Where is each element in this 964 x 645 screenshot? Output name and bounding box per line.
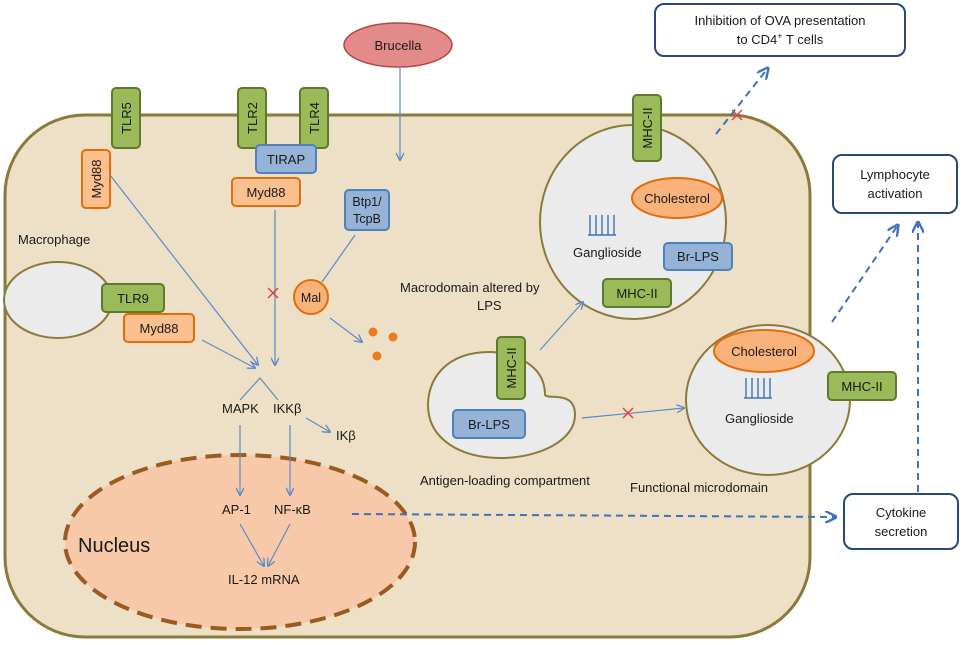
cytokine-secretion-box — [843, 493, 959, 550]
mhc2-altered-top-label: MHC-II — [640, 107, 655, 148]
arrow-to-lymphocyte-from-microdomain — [831, 225, 898, 323]
mal-label: Mal — [301, 291, 321, 305]
btp1-tcpb — [344, 189, 390, 231]
arrow-tlr5-mapk — [109, 174, 258, 365]
tlr2-receptor — [237, 87, 267, 149]
myd88-tlr5 — [81, 149, 111, 209]
inhibition-x-ova — [731, 109, 743, 121]
myd88-tlr9 — [123, 313, 195, 343]
degraded-mal-dot — [372, 351, 382, 361]
mhc2-altered-top — [632, 94, 662, 162]
ganglioside-altered-label: Ganglioside — [573, 245, 642, 260]
btp1-label-line1: Btp1/ — [352, 195, 382, 209]
mhc2-altered-bottom — [602, 278, 672, 308]
cholesterol-altered — [631, 177, 723, 219]
arrow-to-ova-inhibition — [715, 68, 768, 135]
lymphocyte-activation-box — [832, 154, 958, 214]
tlr5-receptor — [111, 87, 141, 149]
ova-label-line2: to CD4+ T cells — [737, 31, 824, 47]
arrow-nfkb-to-cytokine — [351, 514, 836, 517]
arrow-nfkb-il12 — [268, 523, 291, 566]
mhc2-functional-label: MHC-II — [841, 379, 882, 394]
mapk-label: MAPK — [222, 401, 259, 416]
ikkb-label: IKKβ — [273, 401, 301, 416]
mhc2-altered-bottom-label: MHC-II — [616, 286, 657, 301]
antigen-loading-label: Antigen-loading compartment — [420, 473, 590, 488]
mhc2-functional — [827, 371, 897, 401]
brucella-label: Brucella — [375, 38, 423, 53]
macrophage-label: Macrophage — [18, 232, 90, 247]
ikb-label: IKβ — [336, 428, 356, 443]
brucella — [343, 22, 453, 68]
arrow-mal-degradation — [329, 317, 362, 342]
functional-microdomain-label: Functional microdomain — [630, 480, 768, 495]
branch-mapk-ikk — [239, 377, 279, 401]
mal — [293, 279, 329, 315]
btp1-label-line2: TcpB — [353, 212, 381, 226]
arrow-tlr9-mapk — [201, 339, 255, 368]
arrow-ikk-ikb — [305, 417, 330, 432]
arrow-loading-to-altered — [539, 302, 583, 351]
mhc2-loading-label: MHC-II — [504, 347, 519, 388]
tlr2-label: TLR2 — [245, 102, 260, 134]
endosome — [3, 261, 113, 339]
line-btp1-mal — [321, 234, 356, 283]
macrodomain-label-line1: Macrodomain altered by — [400, 280, 540, 295]
ganglioside-icon — [744, 378, 772, 399]
arrow-loading-to-functional — [581, 408, 684, 419]
inhibition-x-myd88 — [267, 287, 279, 299]
br-lps-loading — [452, 409, 526, 439]
il12-label: IL-12 mRNA — [228, 572, 300, 587]
tlr9-label: TLR9 — [117, 291, 149, 306]
tirap-label: TIRAP — [267, 152, 305, 167]
nfkb-label: NF-κB — [274, 502, 311, 517]
ganglioside-icon — [588, 215, 616, 236]
mhc2-loading — [496, 336, 526, 400]
tlr9-receptor — [101, 283, 165, 313]
lymph-label-line2: activation — [868, 186, 923, 201]
lymph-label-line1: Lymphocyte — [860, 167, 930, 182]
myd88-tlr5-label: Myd88 — [89, 159, 104, 198]
macrodomain-label-line2: LPS — [477, 298, 502, 313]
myd88-tlr2 — [231, 177, 301, 207]
nucleus-label: Nucleus — [78, 535, 150, 557]
ganglioside-functional-label: Ganglioside — [725, 411, 794, 426]
tlr4-label: TLR4 — [307, 102, 322, 134]
br-lps-loading-label: Br-LPS — [468, 417, 510, 432]
br-lps-altered — [663, 242, 733, 271]
myd88-tlr2-label: Myd88 — [246, 185, 285, 200]
inhibition-x-functional — [622, 407, 634, 419]
cholesterol-altered-label: Cholesterol — [644, 191, 710, 206]
br-lps-altered-label: Br-LPS — [677, 249, 719, 264]
cyto-label-line1: Cytokine — [876, 505, 927, 520]
ap1-label: AP-1 — [222, 502, 251, 517]
cyto-label-line2: secretion — [875, 524, 928, 539]
cholesterol-functional — [713, 329, 815, 373]
cholesterol-functional-label: Cholesterol — [731, 344, 797, 359]
arrow-ap1-il12 — [239, 523, 264, 566]
tlr5-label: TLR5 — [119, 102, 134, 134]
ova-label-line1: Inhibition of OVA presentation — [694, 13, 865, 28]
myd88-tlr9-label: Myd88 — [139, 321, 178, 336]
degraded-mal-dot — [368, 327, 378, 337]
degraded-mal-dot — [388, 332, 398, 342]
ova-inhibition-box — [654, 3, 906, 57]
tirap — [255, 144, 317, 174]
